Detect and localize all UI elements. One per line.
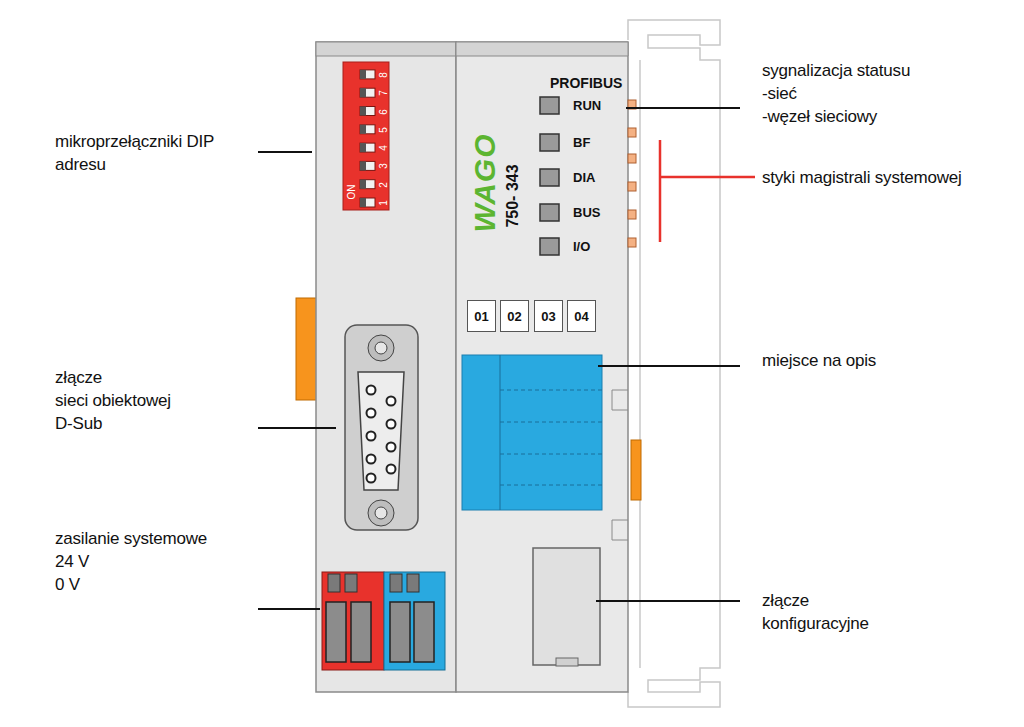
text-line: -sieć <box>762 82 910 105</box>
text-line: -węzeł sieciowy <box>762 105 910 128</box>
text-line: zasilanie systemowe <box>55 527 207 550</box>
marker-number: 01 <box>474 309 488 324</box>
power-terminals <box>322 572 445 670</box>
text-line: sygnalizacja statusu <box>762 59 910 82</box>
device-marking: 7 <box>376 90 391 96</box>
callout-text: styki magistrali systemowej <box>762 166 962 189</box>
device-marking: WAGO <box>477 134 492 233</box>
marker-number: 04 <box>574 309 588 324</box>
dip-knob <box>360 70 366 79</box>
dsub-connector <box>345 325 418 530</box>
bus-bracket <box>660 140 755 242</box>
text-line: 0 V <box>55 573 207 596</box>
text-line: D-Sub <box>55 412 171 435</box>
callout-text: zasilanie systemowe 24 V 0 V <box>55 527 207 596</box>
marker-box: 01 <box>467 300 496 332</box>
device-marking: I/O <box>573 239 590 254</box>
device-marking: 8 <box>376 72 391 78</box>
dip-toggle <box>360 88 375 97</box>
callout-text: złącze konfiguracyjne <box>762 589 869 635</box>
housing-top <box>316 42 456 56</box>
text-line: złącze <box>55 366 171 389</box>
dip-toggle <box>360 161 375 170</box>
marker-number: 02 <box>507 309 521 324</box>
device-marking: 4 <box>376 145 391 151</box>
dip-toggle <box>360 107 375 116</box>
text-line: złącze <box>762 589 869 612</box>
dip-toggle <box>360 180 375 189</box>
marker-number: 03 <box>541 309 555 324</box>
config-port <box>533 548 600 666</box>
text-line: konfiguracyjne <box>762 612 869 635</box>
callout-text: miejsce na opis <box>762 349 876 372</box>
device-marking: DIA <box>573 170 595 185</box>
dip-knob <box>360 107 366 116</box>
status-leds <box>540 97 559 255</box>
marker-area <box>462 355 602 510</box>
coupler-left-housing <box>316 42 456 692</box>
locking-clip <box>296 298 318 400</box>
dip-switch-block <box>343 62 389 210</box>
callout-text: sygnalizacja statusu -sieć -węzeł siecio… <box>762 59 910 128</box>
leader-lines <box>258 108 740 609</box>
text-line: mikroprzełączniki DIP <box>55 130 214 153</box>
dip-switches <box>360 70 375 207</box>
device-marking: RUN <box>573 98 601 113</box>
housing-top <box>456 42 628 56</box>
device-marking: 1 <box>376 200 391 206</box>
dip-knob <box>360 143 366 152</box>
dip-knob <box>360 88 366 97</box>
dip-knob <box>360 180 366 189</box>
marker-box: 02 <box>500 300 529 332</box>
callout-text: mikroprzełączniki DIP adresu <box>55 130 214 176</box>
marker-box: 03 <box>534 300 563 332</box>
release-tab <box>631 440 641 500</box>
text-line: 24 V <box>55 550 207 573</box>
marker-box: 04 <box>567 300 596 332</box>
dip-toggle <box>360 70 375 79</box>
dip-toggle <box>360 125 375 134</box>
device-marking: ON <box>344 185 359 200</box>
device-marking: 750- 343 <box>505 164 520 227</box>
device-marking: 5 <box>376 127 391 133</box>
text-line: sieci obiektowej <box>55 389 171 412</box>
rail-outline <box>628 20 720 707</box>
device-marking: 2 <box>376 182 391 188</box>
callout-text: złącze sieci obiektowej D-Sub <box>55 366 171 435</box>
dip-toggle <box>360 198 375 207</box>
device-marking: 3 <box>376 164 391 170</box>
device-marking: PROFIBUS <box>550 76 622 91</box>
dip-knob <box>360 125 366 134</box>
device-marking: BUS <box>573 205 600 220</box>
housing-notches <box>612 390 628 540</box>
device-marking: 6 <box>376 109 391 115</box>
dip-knob <box>360 198 366 207</box>
dip-toggle <box>360 143 375 152</box>
bus-contacts <box>628 100 636 247</box>
text-line: adresu <box>55 153 214 176</box>
dip-knob <box>360 161 366 170</box>
device-marking: BF <box>573 135 590 150</box>
